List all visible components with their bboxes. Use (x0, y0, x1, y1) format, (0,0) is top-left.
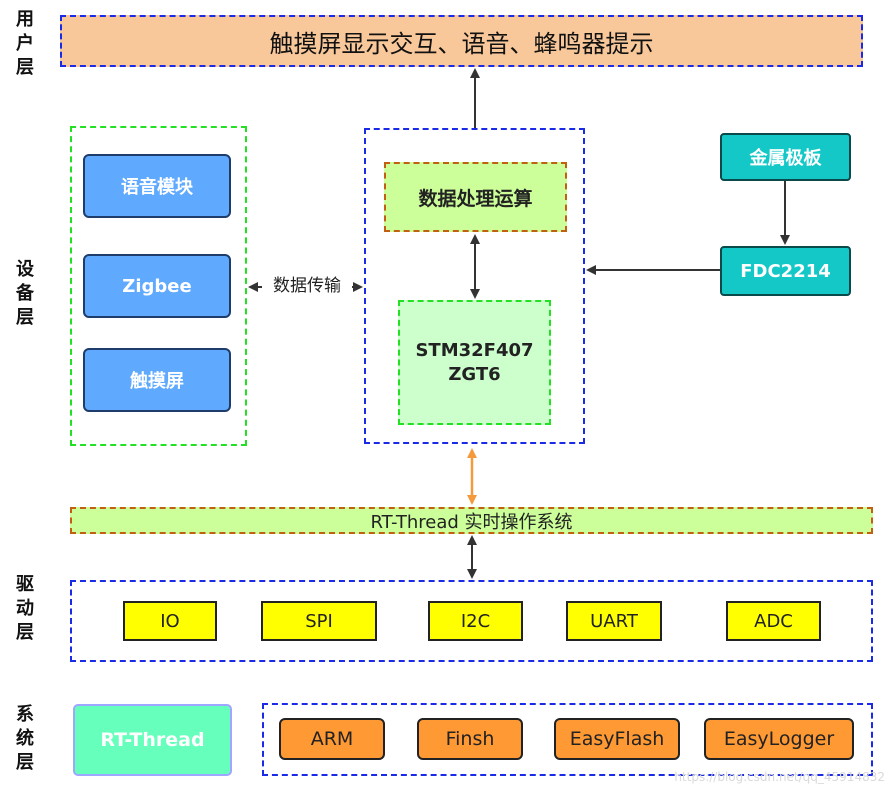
mcu-node-box (398, 300, 551, 425)
driver-layer-label: 驱 动 层 (16, 574, 34, 643)
system-layer-label: 系 统 层 (16, 704, 34, 773)
touchscreen-node: 触摸屏 (83, 348, 231, 412)
data-transfer-label: 数据传输 (262, 275, 352, 297)
voice-module-node: 语音模块 (83, 154, 231, 218)
watermark: https://blog.csdn.net/qq_45914832 (674, 770, 885, 784)
rtos-bar-box (70, 507, 873, 534)
driver-i2c: I2C (428, 601, 523, 641)
mcu-line2: ZGT6 (448, 363, 501, 385)
user-layer-label: 用 户 层 (16, 9, 34, 78)
metal-plate-node: 金属极板 (720, 133, 851, 181)
user-layer-text: 触摸屏显示交互、语音、蜂鸣器提示 (269, 29, 654, 58)
fdc2214-node: FDC2214 (720, 246, 851, 296)
component-easyflash: EasyFlash (554, 718, 680, 760)
processing-node-box (384, 162, 567, 232)
driver-layer-box (70, 580, 873, 662)
driver-uart: UART (566, 601, 662, 641)
zigbee-node: Zigbee (83, 254, 231, 318)
processing-node-label: 数据处理运算 (418, 187, 533, 210)
mcu-line1: STM32F407 (415, 339, 534, 361)
user-layer-box (60, 15, 863, 67)
rt-thread-kernel-node: RT-Thread (73, 704, 232, 776)
driver-spi: SPI (261, 601, 377, 641)
driver-adc: ADC (726, 601, 821, 641)
component-arm: ARM (279, 718, 385, 760)
controller-group (364, 128, 585, 444)
rtos-bar-label: RT-Thread 实时操作系统 (370, 511, 573, 533)
system-components-box (262, 703, 873, 776)
component-finsh: Finsh (417, 718, 523, 760)
driver-io: IO (123, 601, 217, 641)
device-layer-label: 设 备 层 (16, 259, 34, 328)
component-easylogger: EasyLogger (704, 718, 854, 760)
peripheral-group (70, 126, 247, 446)
